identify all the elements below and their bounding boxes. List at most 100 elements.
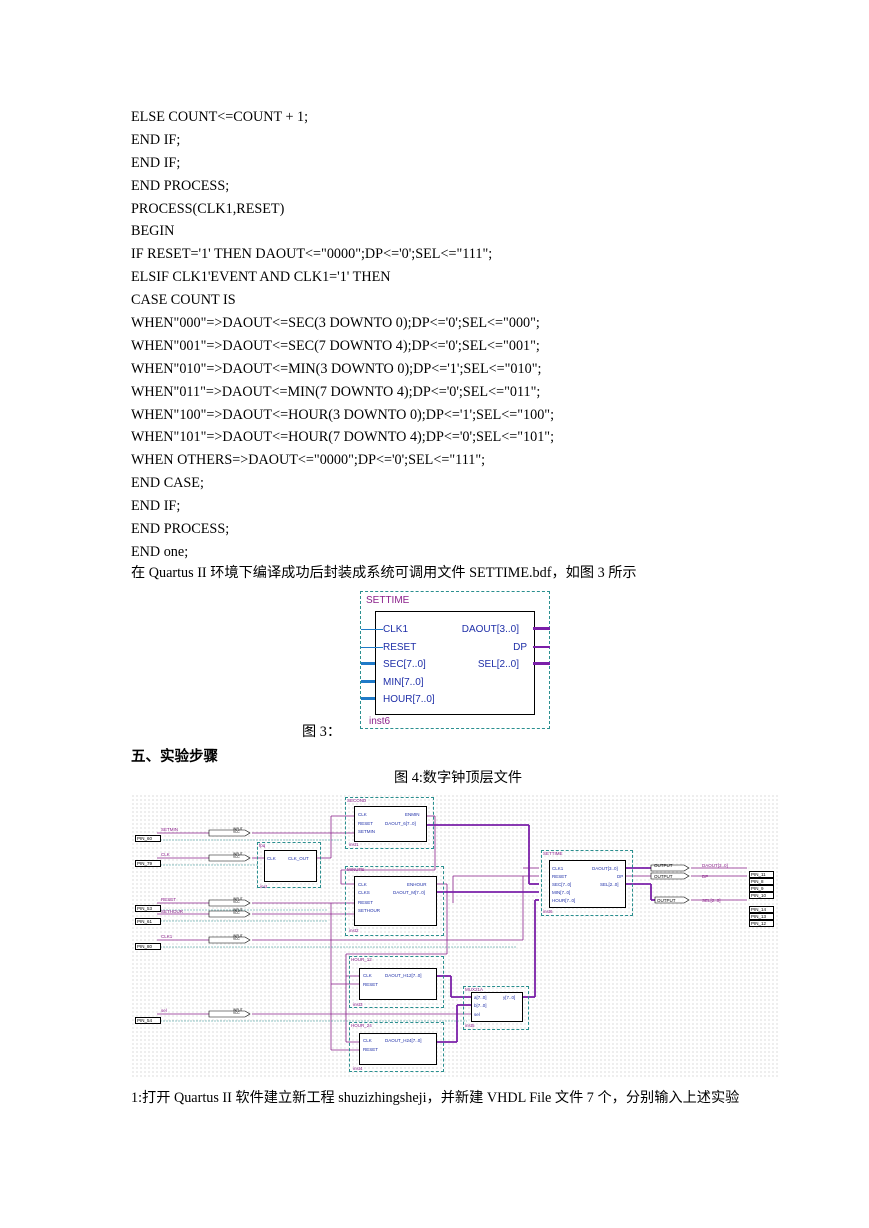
code-line: WHEN"101"=>DAOUT<=HOUR(7 DOWNTO 4);DP<='…	[131, 429, 555, 446]
input-buffer-label: INPUT VCC	[233, 852, 243, 859]
section-heading: 五、实验步骤	[131, 749, 218, 765]
port-min: MIN[7..0]	[383, 677, 424, 688]
signal-label-sel: sel	[161, 1008, 167, 1013]
output-buffer-label: OUTPUT	[654, 863, 673, 868]
code-line: END IF;	[131, 154, 181, 171]
pout-bus-daout	[533, 627, 550, 630]
code-line: END IF;	[131, 498, 181, 515]
block-hour12-body	[359, 968, 437, 1000]
code-line: WHEN OTHERS=>DAOUT<="0000";DP<='0';SEL<=…	[131, 452, 486, 469]
pin-box-10: PIN_10	[749, 892, 774, 899]
port-label: RESET	[363, 1047, 379, 1052]
port-label: MIN[7..0]	[552, 890, 571, 895]
port-daout: DAOUT[3..0]	[461, 624, 519, 635]
pin-box-11: PIN_11	[749, 871, 774, 878]
output-buffer-label: OUTPUT	[657, 898, 676, 903]
port-label: RESET	[358, 821, 374, 826]
pin-line-clk1	[361, 629, 383, 630]
block-fpq	[257, 842, 321, 888]
port-label: sel	[474, 1012, 480, 1017]
block-mux-inst: inst5	[465, 1023, 475, 1028]
block-hour12-inst: inst3	[353, 1002, 363, 1007]
settime-symbol-figure: SETTIME CLK1 RESET SEC[7..0] MIN[7..0] H…	[360, 591, 550, 729]
block-hour12-title: HOUR_12	[351, 957, 372, 962]
port-label: SETMIN	[358, 829, 376, 834]
port-label: RESET	[358, 900, 374, 905]
figure4-title: 图 4:数字钟顶层文件	[394, 770, 523, 786]
pout-line-dp	[533, 646, 550, 648]
block-settime	[541, 850, 633, 916]
code-line: WHEN"001"=>DAOUT<=SEC(7 DOWNTO 4);DP<='0…	[131, 337, 540, 354]
port-label: DP	[617, 874, 624, 879]
code-line: WHEN"011"=>DAOUT<=MIN(7 DOWNTO 4);DP<='0…	[131, 383, 541, 400]
compile-paragraph: 在 Quartus II 环境下编译成功后封装成系统可调用文件 SETTIME.…	[131, 565, 637, 581]
block-minute-body	[354, 876, 437, 926]
port-label: ENMIN	[405, 812, 420, 817]
code-line: CASE COUNT IS	[131, 292, 236, 309]
code-line: END CASE;	[131, 475, 204, 492]
block-mux-body	[471, 992, 523, 1022]
port-label: CLKS	[358, 890, 370, 895]
input-buffer-label: INPUT VCC	[233, 934, 243, 941]
block-second-body	[354, 806, 427, 842]
block-second-inst: inst1	[349, 842, 359, 847]
port-label: SETHOUR	[358, 908, 381, 913]
output-signal-dp: DP	[702, 874, 709, 879]
pin-box-8: PIN_8	[749, 878, 774, 885]
port-label: y[7..0]	[503, 995, 516, 1000]
schematic-wires	[157, 815, 747, 1051]
input-buffer-label: INPUT VCC	[233, 908, 243, 915]
block-fpq-body	[264, 850, 317, 882]
block-second-title: SECOND	[347, 798, 367, 803]
port-hour: HOUR[7..0]	[383, 694, 435, 705]
block-hour24-inst: inst4	[353, 1066, 363, 1071]
port-label: CLK1	[552, 866, 564, 871]
port-label: DAOUT_M[7..0]	[393, 890, 426, 895]
code-line: END IF;	[131, 131, 181, 148]
output-buffer-label: OUTPUT	[654, 874, 673, 879]
pin-box-79: PIN_79	[135, 860, 161, 867]
pin-bus-min	[361, 680, 375, 683]
port-label: DAOUT[3..0]	[592, 866, 618, 871]
signal-label-clk1: CLK1	[161, 934, 173, 939]
port-label: DAOUT_6[7..0]	[385, 821, 416, 826]
block-hour24	[349, 1022, 444, 1072]
settime-instance-label: inst6	[369, 716, 391, 727]
port-dp: DP	[513, 642, 527, 653]
block-minute-title: MINUTE	[347, 867, 365, 872]
signal-label-setmin: SETMIN	[161, 827, 179, 832]
settime-symbol-title: SETTIME	[366, 595, 410, 606]
block-hour12	[349, 956, 444, 1008]
port-sel: SEL[2..0]	[477, 659, 519, 670]
pin-bus-hour	[361, 697, 375, 700]
port-label: RESET	[363, 982, 379, 987]
block-minute-inst: inst2	[349, 928, 359, 933]
port-label: ENHOUR	[407, 882, 427, 887]
step1-paragraph: 1:打开 Quartus II 软件建立新工程 shuzizhingsheji，…	[131, 1090, 740, 1106]
signal-label-clk: CLK	[161, 852, 170, 857]
code-line: PROCESS(CLK1,RESET)	[131, 200, 285, 217]
pin-box-13: PIN_13	[749, 913, 774, 920]
port-label: b[7..0]	[474, 1003, 487, 1008]
code-line: END PROCESS;	[131, 177, 230, 194]
input-buffer-label: INPUT VCC	[233, 827, 243, 834]
pin-line-reset	[361, 647, 383, 648]
code-line: WHEN"000"=>DAOUT<=SEC(3 DOWNTO 0);DP<='0…	[131, 315, 540, 332]
code-line: IF RESET='1' THEN DAOUT<="0000";DP<='0';…	[131, 246, 493, 263]
output-signal-sel: SEL[2..0]	[702, 898, 721, 903]
port-label: a[7..0]	[474, 995, 487, 1000]
pout-bus-sel	[533, 662, 550, 665]
block-fpq-inst: inst	[260, 884, 268, 889]
code-line: BEGIN	[131, 223, 175, 240]
port-label: DAOUT_H12[7..0]	[385, 973, 422, 978]
pin-box-12: PIN_12	[749, 920, 774, 927]
top-level-schematic: SETMIN PIN_60 CLK PIN_79 RESET PIN_53 SE…	[131, 794, 780, 1078]
port-reset: RESET	[383, 642, 417, 653]
port-label: CLK_OUT	[288, 856, 309, 861]
code-line: ELSE COUNT<=COUNT + 1;	[131, 109, 309, 125]
pin-box-9: PIN_9	[749, 885, 774, 892]
block-second	[345, 797, 434, 849]
pin-box-53: PIN_53	[135, 905, 161, 912]
port-label: CLK	[363, 1038, 372, 1043]
port-label: RESET	[552, 874, 568, 879]
